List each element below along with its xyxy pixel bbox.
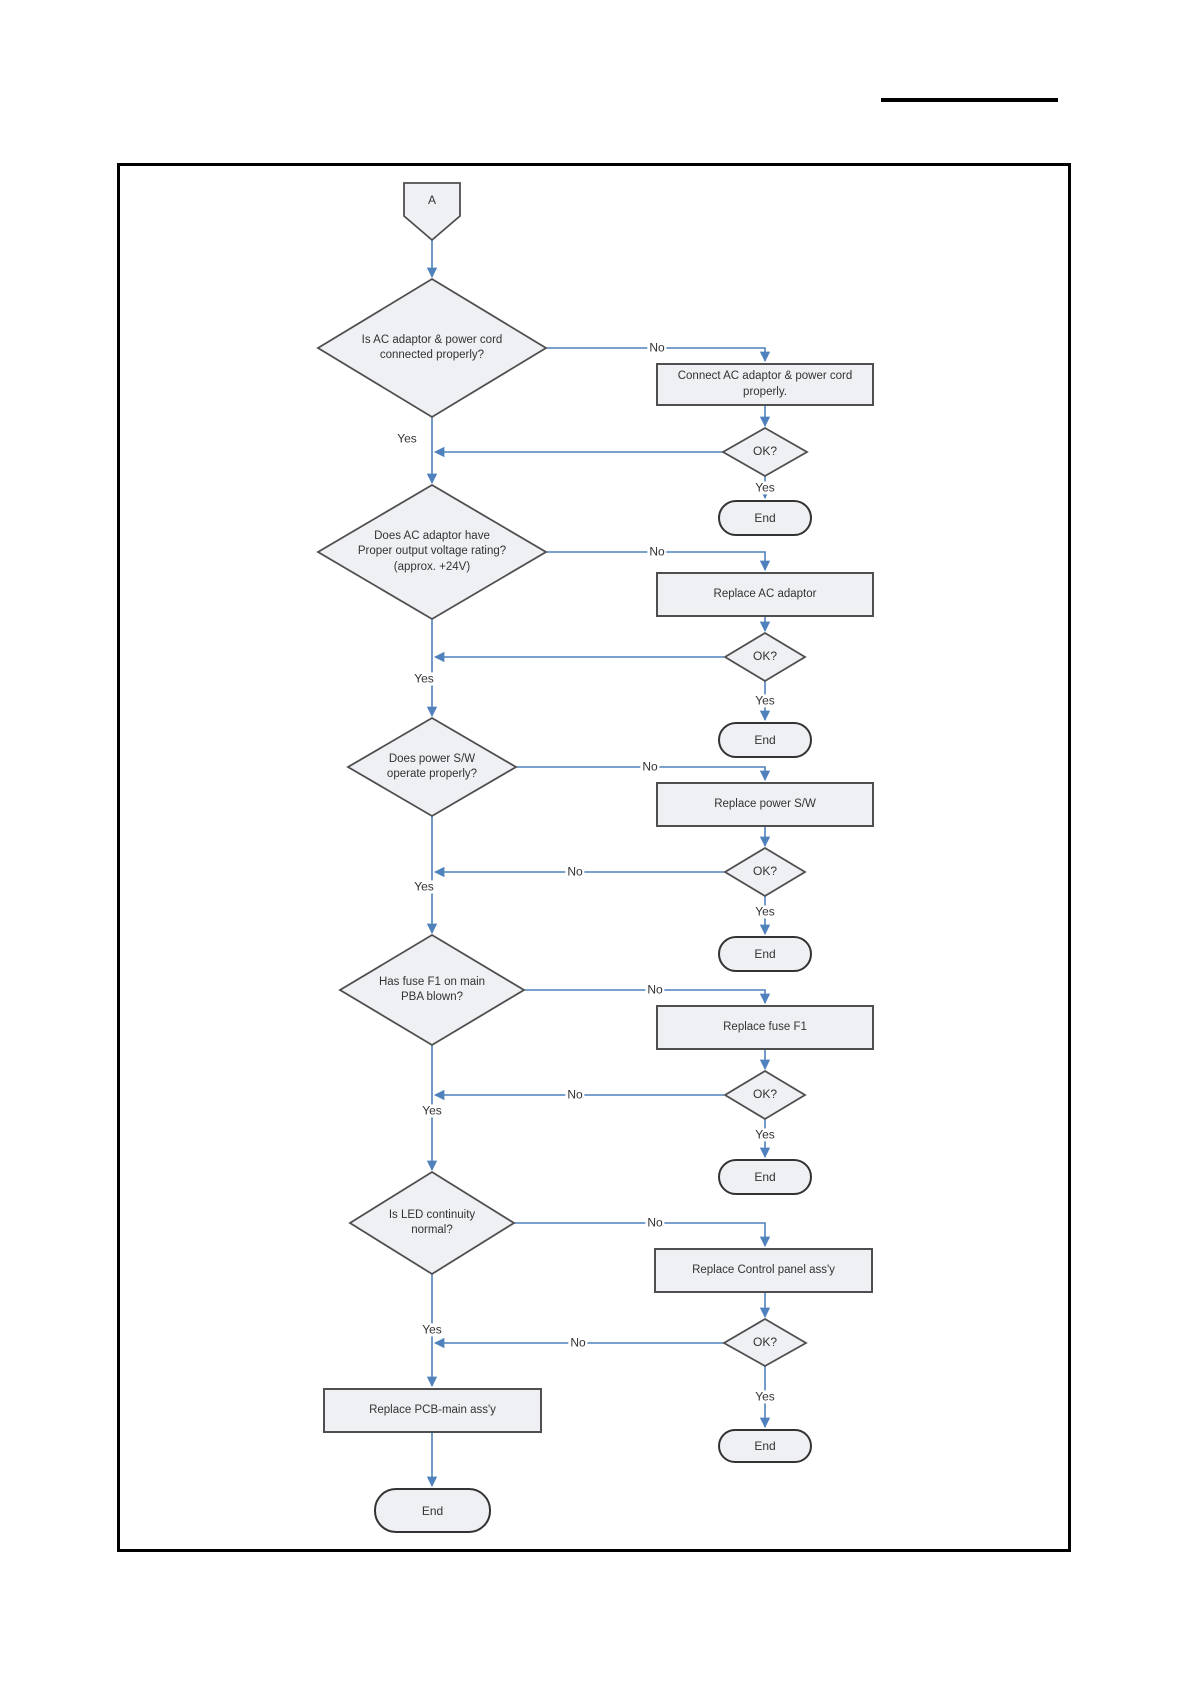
ok-decision-2-shape: [723, 631, 807, 683]
end-terminator-2: End: [718, 722, 812, 758]
decision-3-shape: [346, 716, 518, 818]
ok-decision-1-shape: [721, 426, 809, 478]
end-terminator-1: End: [718, 500, 812, 536]
yes-label: Yes: [753, 904, 777, 919]
action-replace-control-panel: Replace Control panel ass'y: [654, 1248, 873, 1293]
no-label: No: [565, 1087, 585, 1102]
action-replace-ac-adaptor: Replace AC adaptor: [656, 572, 874, 617]
ok-decision-3-shape: [723, 846, 807, 898]
no-label: No: [647, 544, 667, 559]
yes-label: Yes: [420, 1322, 444, 1337]
top-rule: [881, 98, 1058, 102]
action-replace-fuse-f1: Replace fuse F1: [656, 1005, 874, 1050]
decision-4-shape: [338, 933, 526, 1047]
diagram-frame: [117, 163, 1071, 1552]
decision-2-shape: [316, 483, 548, 621]
yes-label: Yes: [412, 671, 436, 686]
yes-label: Yes: [753, 1389, 777, 1404]
no-label: No: [640, 759, 660, 774]
off-page-connector-shape: [403, 182, 461, 242]
no-label: No: [645, 1215, 665, 1230]
no-label: No: [565, 864, 585, 879]
ok-decision-4-shape: [723, 1069, 807, 1121]
end-terminator-3: End: [718, 936, 812, 972]
action-replace-pcb-main: Replace PCB-main ass'y: [323, 1388, 542, 1433]
yes-label: Yes: [395, 431, 419, 446]
yes-label: Yes: [753, 480, 777, 495]
yes-label: Yes: [420, 1103, 444, 1118]
end-terminator-4: End: [718, 1159, 812, 1195]
ok-decision-5-shape: [722, 1317, 808, 1368]
action-replace-power-sw: Replace power S/W: [656, 782, 874, 827]
no-label: No: [645, 982, 665, 997]
end-terminator-6: End: [374, 1488, 491, 1533]
no-label: No: [647, 340, 667, 355]
yes-label: Yes: [753, 1127, 777, 1142]
decision-1-shape: [316, 277, 548, 419]
yes-label: Yes: [753, 693, 777, 708]
action-connect-adaptor: Connect AC adaptor & power cord properly…: [656, 363, 874, 406]
end-terminator-5: End: [718, 1429, 812, 1463]
yes-label: Yes: [412, 879, 436, 894]
no-label: No: [568, 1335, 588, 1350]
decision-5-shape: [348, 1170, 516, 1276]
